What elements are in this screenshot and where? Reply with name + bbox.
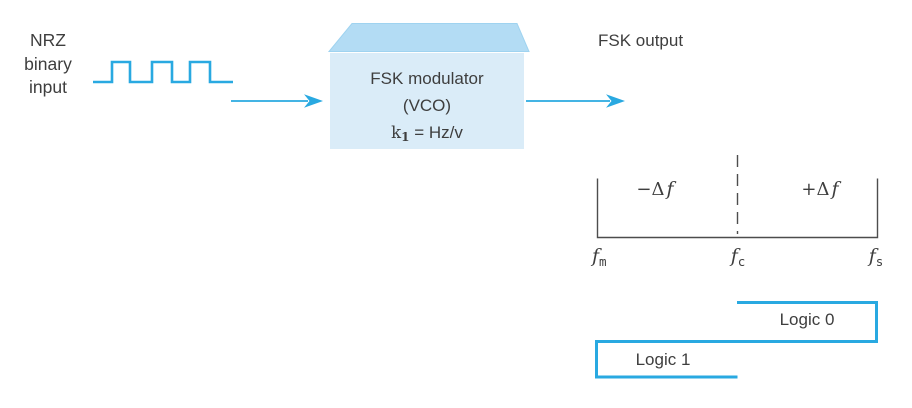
mark-frequency-label: fm <box>590 245 607 269</box>
arrowhead-icon <box>606 94 625 108</box>
nrz-waveform <box>93 60 233 84</box>
gain-value: = Hz/v <box>409 123 463 142</box>
frequency-variable: f <box>868 245 876 267</box>
gain-symbol: k <box>391 123 402 142</box>
modulator-type: (VCO) <box>402 96 452 115</box>
input-arrow <box>231 94 323 108</box>
frequency-subscript: s <box>875 254 884 269</box>
frequency-subscript: c <box>737 254 746 269</box>
arrowhead-icon <box>304 94 323 108</box>
modulator-box-label: FSK modulator (VCO) k1 = Hz/v <box>330 65 524 151</box>
output-signal-label: FSK output <box>598 31 684 50</box>
input-label-line: NRZ <box>30 30 66 50</box>
gain-subscript: 1 <box>401 130 410 144</box>
modulator-box-3d <box>327 23 530 149</box>
input-label-line: binary <box>24 53 72 74</box>
frequency-axis <box>596 178 879 239</box>
deviation-prefix: +Δ <box>801 179 830 200</box>
output-arrow <box>526 94 625 108</box>
logic-1-label: Logic 1 <box>635 350 691 369</box>
input-label-line: input <box>29 77 67 97</box>
frequency-variable: f <box>831 178 839 200</box>
input-signal-label: NRZ binary input <box>6 29 90 100</box>
frequency-variable: f <box>592 245 600 267</box>
frequency-variable: f <box>730 245 738 267</box>
logic-step-bracket <box>595 301 878 379</box>
deviation-prefix: −Δ <box>636 179 665 200</box>
frequency-variable: f <box>666 178 674 200</box>
logic-0-label: Logic 0 <box>779 310 835 329</box>
space-frequency-label: fs <box>845 245 905 269</box>
carrier-frequency-label: fc <box>707 245 767 269</box>
modulator-name: FSK modulator <box>370 69 484 88</box>
box-front-face <box>330 53 524 149</box>
modulator-gain-equation: k1 = Hz/v <box>330 119 524 151</box>
box-top-face <box>327 23 530 52</box>
frequency-subscript: m <box>599 254 607 269</box>
